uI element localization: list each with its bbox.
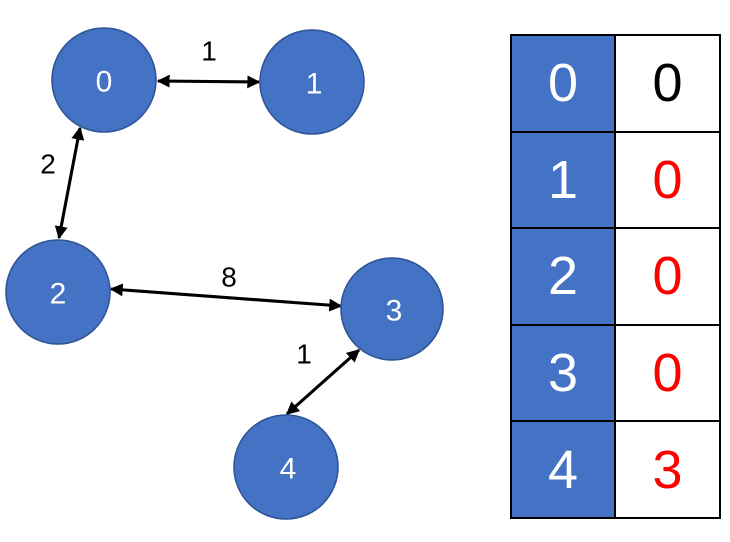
edge-weight-2-3: 8 xyxy=(221,262,237,293)
node-label-4: 4 xyxy=(280,453,297,486)
table-value-cell: 0 xyxy=(614,323,721,423)
node-label-3: 3 xyxy=(386,295,403,328)
edge-0-2 xyxy=(54,126,85,240)
node-circle-3[interactable] xyxy=(340,257,444,361)
edge-2-3 xyxy=(109,283,343,312)
node-label-0: 0 xyxy=(96,66,113,99)
table-row: 3 0 xyxy=(510,323,721,423)
node-label-2: 2 xyxy=(50,278,67,311)
graph-nodes: 0 1 2 3 4 xyxy=(5,27,444,520)
graph-node-3[interactable]: 3 xyxy=(340,257,444,361)
graph-node-2[interactable]: 2 xyxy=(5,239,111,345)
distance-table: 0 0 1 0 2 0 3 0 4 3 xyxy=(510,34,721,519)
node-circle-1[interactable] xyxy=(259,29,365,135)
node-circle-0[interactable] xyxy=(51,27,157,133)
table-index-cell: 3 xyxy=(510,323,616,423)
table-row: 2 0 xyxy=(510,227,721,326)
graph-node-1[interactable]: 1 xyxy=(259,29,365,135)
node-circle-2[interactable] xyxy=(5,239,111,345)
table-value-cell: 3 xyxy=(614,420,721,519)
edge-weight-0-2: 2 xyxy=(40,149,56,180)
node-label-1: 1 xyxy=(306,68,323,101)
graph-edge-labels: 1 2 8 1 xyxy=(40,36,312,370)
edge-weight-0-1: 1 xyxy=(201,36,217,67)
table-row: 1 0 xyxy=(510,130,721,230)
edge-weight-3-4: 1 xyxy=(296,339,312,370)
table-index-cell: 2 xyxy=(510,227,616,326)
graph-edges xyxy=(54,74,361,416)
graph-node-4[interactable]: 4 xyxy=(233,414,339,520)
edge-0-1 xyxy=(156,74,261,89)
node-circle-4[interactable] xyxy=(233,414,339,520)
table-row: 4 3 xyxy=(510,420,721,519)
graph-node-0[interactable]: 0 xyxy=(51,27,157,133)
table-index-cell: 4 xyxy=(510,420,616,519)
table-value-cell: 0 xyxy=(614,227,721,326)
table-value-cell: 0 xyxy=(614,34,721,133)
table-index-cell: 0 xyxy=(510,34,616,133)
edge-3-4 xyxy=(285,348,361,416)
table-index-cell: 1 xyxy=(510,130,616,230)
table-row: 0 0 xyxy=(510,34,721,133)
table-value-cell: 0 xyxy=(614,130,721,230)
